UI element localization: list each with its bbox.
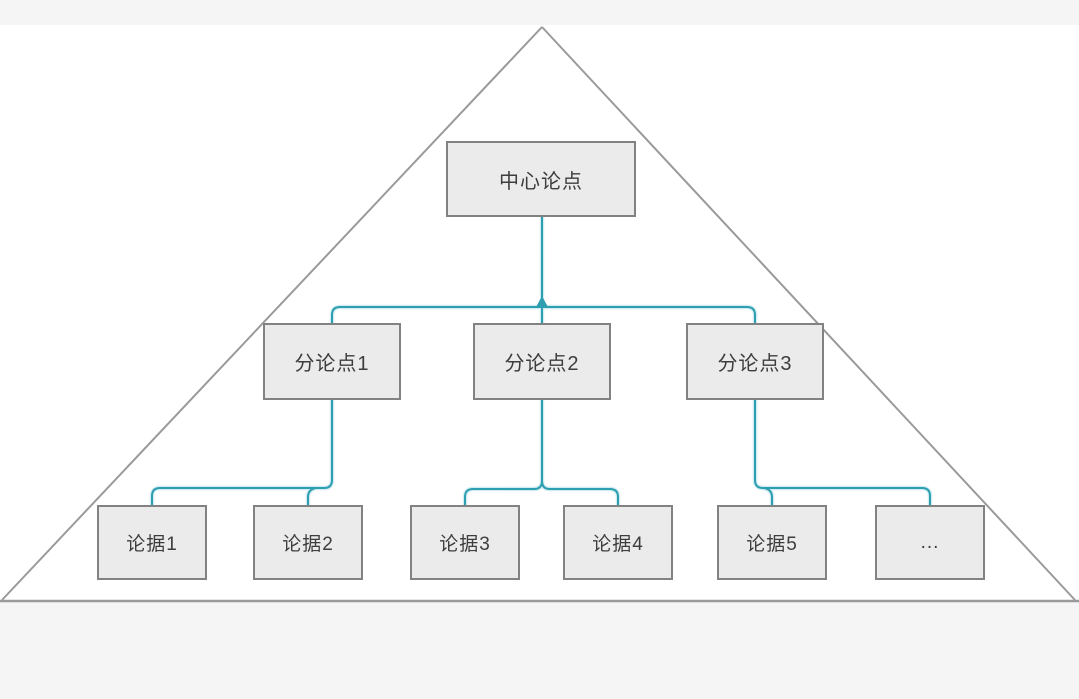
node-evidence-1: 论据1: [97, 505, 207, 580]
node-sub-point-2: 分论点2: [473, 323, 611, 400]
top-margin-strip: [0, 0, 1079, 25]
up-arrow-icon: [535, 296, 549, 308]
pyramid-outline: [0, 26, 1079, 603]
node-evidence-4: 论据4: [563, 505, 673, 580]
bottom-margin-strip: [0, 602, 1079, 699]
node-evidence-3: 论据3: [410, 505, 520, 580]
node-evidence-more: ...: [875, 505, 985, 580]
node-evidence-5: 论据5: [717, 505, 827, 580]
node-evidence-2: 论据2: [253, 505, 363, 580]
node-sub-point-1: 分论点1: [263, 323, 401, 400]
node-sub-point-3: 分论点3: [686, 323, 824, 400]
node-central-argument: 中心论点: [446, 141, 636, 217]
